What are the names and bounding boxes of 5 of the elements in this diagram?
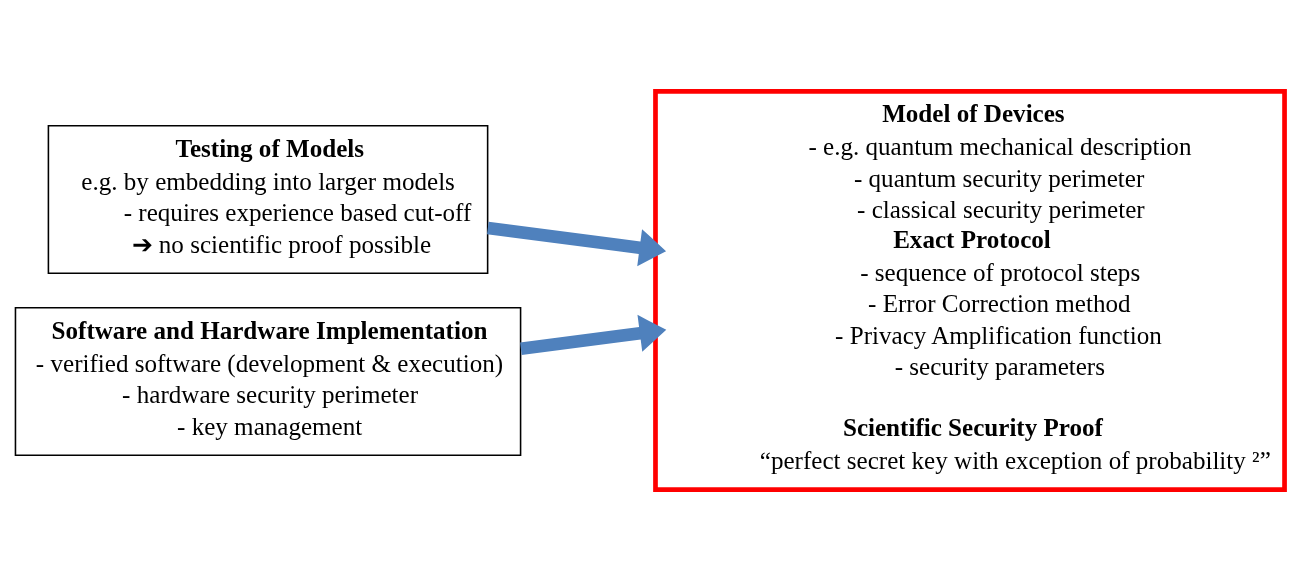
node-box: Model of Devices - e.g. quantum mechanical description - quantum security perimeter - classical security perimeter Exact Protocol - sequence of protocol steps - Error Correction method - Privacy Amplification function - security parameters Scientific Security Proof “perfect secret key with exception of probability ²” — [653, 88, 1287, 493]
arrow — [487, 221, 667, 267]
arrow — [520, 314, 667, 355]
node-box: Software and Hardware Implementation - verified software (development & execution) - hardware security perimeter - key management — [14, 306, 522, 456]
node-box: Testing of Models e.g. by embedding into larger models - requires experience based cut-off ➔ no scientific proof possible — [47, 125, 489, 275]
